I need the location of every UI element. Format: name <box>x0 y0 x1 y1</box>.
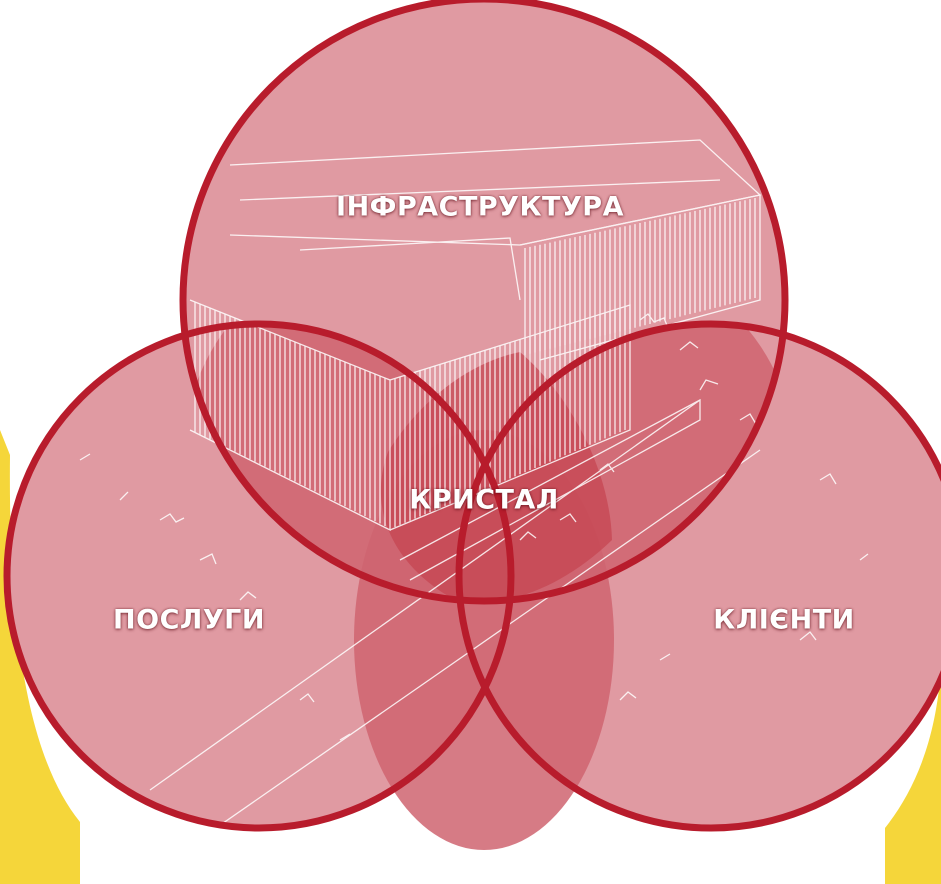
set-label-infrastructure: ІНФРАСТРУКТУРА <box>336 191 624 223</box>
set-label-services: ПОСЛУГИ <box>113 604 265 636</box>
outline-infrastructure <box>179 0 789 605</box>
building-line-art-icon <box>79 139 869 828</box>
outline-clients <box>455 320 941 832</box>
yellow-accent-left <box>0 430 80 884</box>
set-label-clients: КЛІЄНТИ <box>713 604 855 636</box>
yellow-accent-right <box>885 668 941 884</box>
center-label: КРИСТАЛ <box>409 484 559 516</box>
outline-services <box>3 320 515 832</box>
